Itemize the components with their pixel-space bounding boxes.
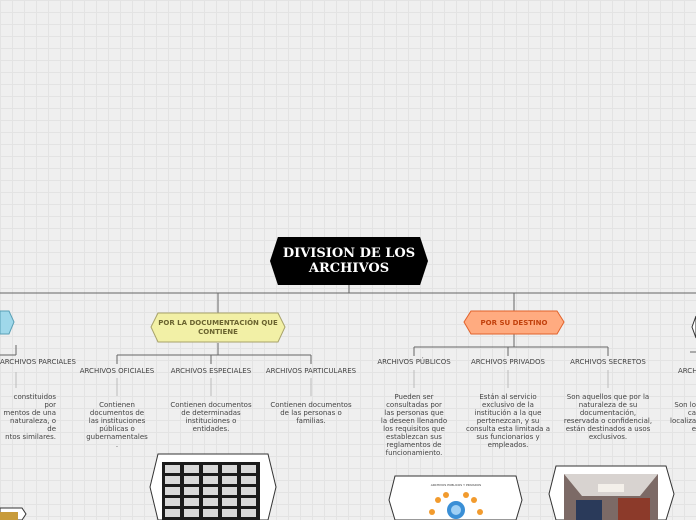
desc-line: reservada o confidencial, xyxy=(563,417,653,425)
cabinet-drawer xyxy=(184,487,199,495)
cabinet-drawer xyxy=(241,476,256,484)
desc-line: . xyxy=(115,441,119,449)
desc-line: mentos de una xyxy=(3,409,56,417)
subtopic-right-partial: ARCH xyxy=(678,367,696,375)
cabinet-drawer xyxy=(203,509,218,517)
cabinet-drawer xyxy=(203,465,218,473)
desc-line: funcionamiento. xyxy=(385,449,443,457)
desc-line: consultadas por xyxy=(386,401,442,409)
cabinet-drawer xyxy=(222,487,237,495)
desc-line: e xyxy=(691,425,696,433)
desc-line: ntos similares. xyxy=(5,433,56,441)
desc-line: de determinadas xyxy=(181,409,241,417)
desc-line: Están al servicio xyxy=(479,393,537,401)
desc-line: exclusivo de la xyxy=(482,401,534,409)
branch-documentacion-label: POR LA DOCUMENTACIÓN QUE CONTIENE xyxy=(158,319,278,336)
desc-line: naturaleza de su xyxy=(578,401,638,409)
desc-line: familias. xyxy=(296,417,326,425)
subtopic-particulares: ARCHIVOS PARTICULARES xyxy=(265,367,357,375)
desc-line: sus funcionarios y xyxy=(476,433,540,441)
image-caption-publicos: ARCHIVOS PUBLICOS Y PRIVADOS xyxy=(430,483,482,487)
cabinet-drawer xyxy=(165,498,180,506)
cabinet-drawer xyxy=(184,509,199,517)
cabinet-drawer xyxy=(222,498,237,506)
cabinet-drawer xyxy=(222,465,237,473)
subtopic-secretos: ARCHIVOS SECRETOS xyxy=(570,358,646,366)
desc-line: pertenezcan, y su xyxy=(476,417,540,425)
cabinet-drawer xyxy=(241,498,256,506)
desc-line: documentos de xyxy=(89,409,145,417)
desc-line: documentación, xyxy=(579,409,637,417)
desc-line: las personas que xyxy=(384,409,444,417)
desc-line: institución a la que xyxy=(474,409,542,417)
left-image-thumb xyxy=(0,512,18,520)
desc-line: gubernamentales xyxy=(86,433,148,441)
desc-line: Son lo xyxy=(674,401,696,409)
desc-line: naturaleza, o de xyxy=(9,417,56,433)
cabinet-drawer xyxy=(203,487,218,495)
root-node-title: DIVISION DE LOS ARCHIVOS xyxy=(270,237,428,285)
desc-line: consulta esta limitada a xyxy=(465,425,550,433)
desc-line: empleados. xyxy=(487,441,529,449)
destino-node xyxy=(463,310,565,335)
image-frame-publicos xyxy=(388,475,523,520)
desc-line: localiza xyxy=(670,417,696,425)
desc-line: reglamentos de xyxy=(386,441,442,449)
subtopic-publicos: ARCHIVOS PÚBLICOS xyxy=(377,358,451,366)
cabinet-drawer xyxy=(241,487,256,495)
desc-line: la deseen llenando xyxy=(380,417,448,425)
desc-line: ca xyxy=(687,409,696,417)
desc-line: constituidos por xyxy=(13,393,56,409)
desc-line: Contienen xyxy=(99,401,135,409)
cabinet-drawer xyxy=(203,498,218,506)
cabinet-drawer xyxy=(165,465,180,473)
desc-line: las instituciones xyxy=(88,417,146,425)
desc-line: exclusivos. xyxy=(588,433,628,441)
secret-archive-image xyxy=(564,474,658,520)
desc-line: están destinados a usos xyxy=(565,425,651,433)
desc-line: entidades. xyxy=(192,425,230,433)
right-branch-node xyxy=(691,315,696,339)
desc-line: los requisitos que xyxy=(383,425,445,433)
subtopic-especiales: ARCHIVOS ESPECIALES xyxy=(170,367,252,375)
cabinet-drawer xyxy=(222,476,237,484)
desc-line: establezcan sus xyxy=(386,433,442,441)
desc-line: Contienen documentos xyxy=(170,401,252,409)
subtopic-oficiales: ARCHIVOS OFICIALES xyxy=(79,367,155,375)
cabinet-drawer xyxy=(241,509,256,517)
desc-line: públicas o xyxy=(99,425,135,433)
subtopic-parciales: ARCHIVOS PARCIALES xyxy=(0,358,76,366)
branch-destino-label: POR SU DESTINO xyxy=(480,318,548,327)
desc-line: Pueden ser xyxy=(394,393,434,401)
left-branch-node xyxy=(0,310,15,335)
cabinet-drawer xyxy=(184,476,199,484)
desc-line: instituciones o xyxy=(185,417,237,425)
desc-line: Son aquellos que por la xyxy=(566,393,650,401)
archives-illustration-image xyxy=(429,492,483,519)
subtopic-privados: ARCHIVOS PRIVADOS xyxy=(471,358,545,366)
cabinet-drawer xyxy=(184,498,199,506)
desc-line: de las personas o xyxy=(280,409,342,417)
cabinet-drawer xyxy=(203,476,218,484)
desc-line: Contienen documentos xyxy=(270,401,352,409)
cabinet-drawer xyxy=(222,509,237,517)
documentacion-node xyxy=(150,312,286,343)
cabinet-drawer xyxy=(165,476,180,484)
cabinet-drawer xyxy=(241,465,256,473)
cabinet-drawer xyxy=(165,509,180,517)
cabinet-drawer xyxy=(165,487,180,495)
cabinet-drawer xyxy=(184,465,199,473)
